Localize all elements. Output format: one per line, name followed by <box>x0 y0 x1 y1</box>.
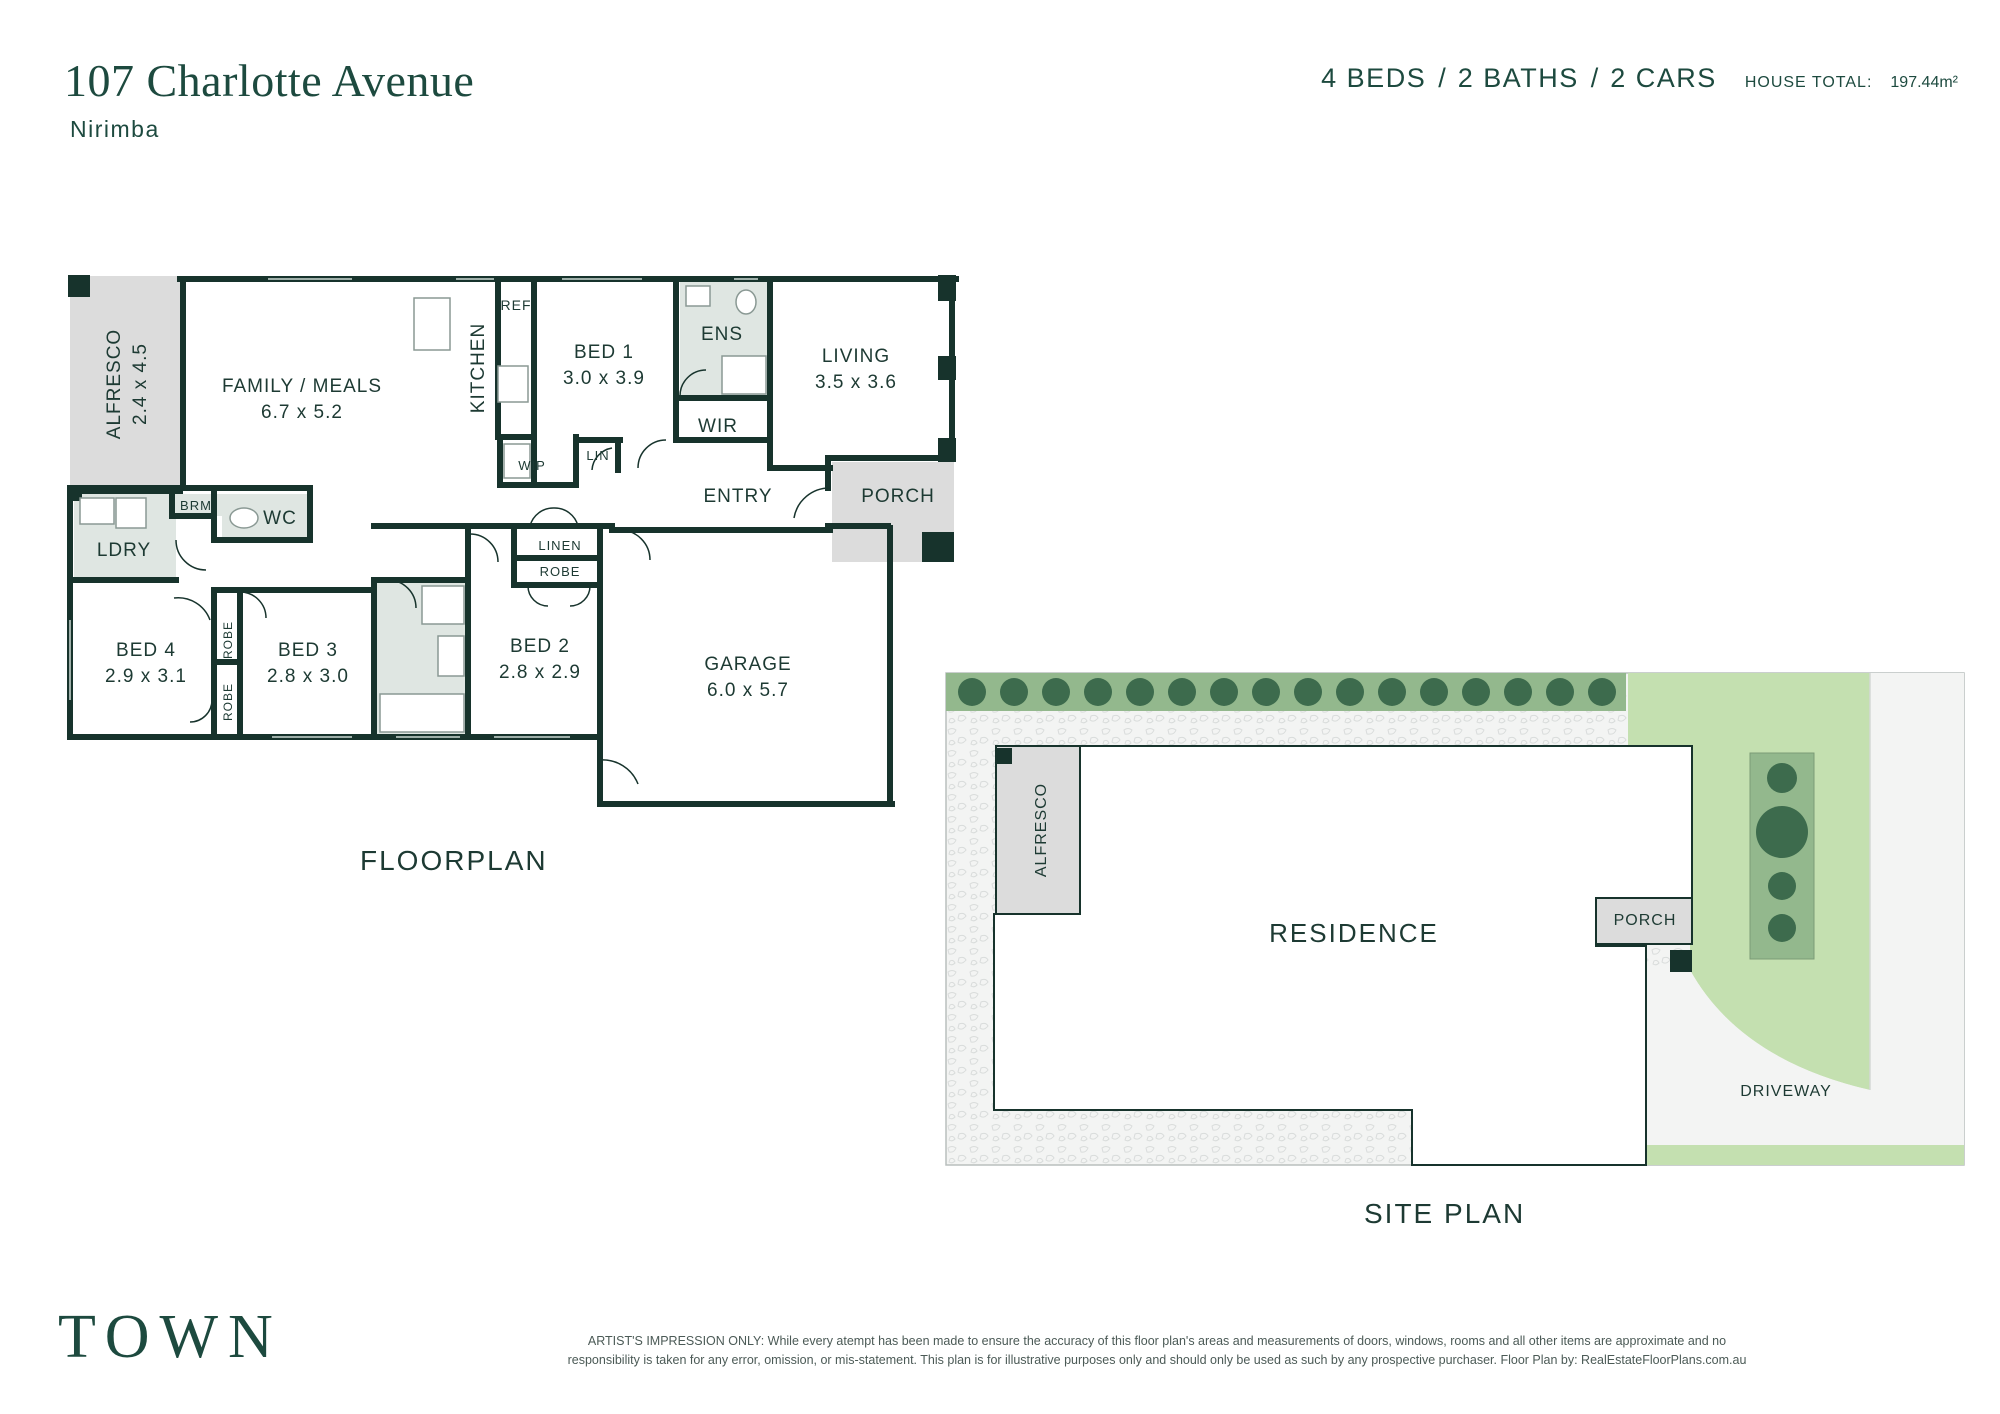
wip-shelf-icon <box>503 443 531 479</box>
laundry-tub-icon <box>79 497 115 525</box>
bed1-label: BED 1 <box>574 342 634 363</box>
basin-icon <box>437 635 465 677</box>
family-meals-label: FAMILY / MEALS <box>222 376 382 397</box>
washer-icon <box>115 497 147 529</box>
brm-area <box>176 494 222 516</box>
wc-label: WC <box>263 508 297 529</box>
cooktop-icon <box>497 365 529 403</box>
stat-separator: / <box>1590 63 1599 93</box>
garage-dims: 6.0 x 5.7 <box>707 680 789 701</box>
brand-logo: TOWN <box>58 1303 283 1371</box>
disclaimer-line-2: responsibility is taken for any error, o… <box>567 1353 1747 1367</box>
disclaimer: ARTIST'S IMPRESSION ONLY: While every at… <box>512 1332 1802 1370</box>
baths-count: 2 BATHS <box>1457 63 1579 93</box>
basin-icon <box>685 285 711 307</box>
alfresco-label: ALFRESCO <box>104 329 125 439</box>
bed2-dims: 2.8 x 2.9 <box>499 662 581 683</box>
residence-footprint <box>993 745 1693 1166</box>
post <box>938 275 956 301</box>
property-suburb: Nirimba <box>70 116 160 142</box>
post <box>922 532 954 562</box>
property-address: 107 Charlotte Avenue <box>64 55 475 106</box>
ldry-label: LDRY <box>97 540 151 561</box>
alfresco-area <box>70 276 180 488</box>
site-porch-label: PORCH <box>1614 912 1677 929</box>
bed3-dims: 2.8 x 3.0 <box>267 666 349 687</box>
floorplan-label: FLOORPLAN <box>360 845 548 876</box>
toilet-icon <box>229 507 259 529</box>
porch-label: PORCH <box>861 486 935 507</box>
driveway-label: DRIVEWAY <box>1740 1083 1832 1100</box>
linen-label: LINEN <box>538 538 581 553</box>
bed1-dims: 3.0 x 3.9 <box>563 368 645 389</box>
post <box>996 748 1012 764</box>
robe-label: ROBE <box>221 683 235 721</box>
shower-icon <box>421 585 465 625</box>
cars-count: 2 CARS <box>1610 63 1717 93</box>
house-total-label: HOUSE TOTAL: <box>1744 74 1873 91</box>
wip-label: WIP <box>518 458 546 473</box>
post <box>68 275 90 297</box>
kitchen-label: KITCHEN <box>468 323 489 413</box>
living-label: LIVING <box>822 346 890 367</box>
living-dims: 3.5 x 3.6 <box>815 372 897 393</box>
brm-label: BRM <box>180 498 212 513</box>
lawn-strip <box>1646 1145 1964 1165</box>
bathtub-icon <box>379 693 465 733</box>
post <box>938 438 956 462</box>
robe-label: ROBE <box>540 564 581 579</box>
bed4-dims: 2.9 x 3.1 <box>105 666 187 687</box>
driveway-area <box>1646 673 1964 1145</box>
garden-trees <box>1756 763 1808 942</box>
ref-label: REF <box>501 297 532 313</box>
bed4-label: BED 4 <box>116 640 176 661</box>
siteplan-label: SITE PLAN <box>1364 1198 1526 1229</box>
site-porch-area <box>1595 897 1693 945</box>
site-alfresco-label: ALFRESCO <box>1033 783 1050 877</box>
wir-label: WIR <box>698 416 738 437</box>
toilet-icon <box>735 289 757 315</box>
house-total-value: 197.44m² <box>1890 74 1958 91</box>
bed2-label: BED 2 <box>510 636 570 657</box>
property-stats: 4 BEDS / 2 BATHS / 2 CARS HOUSE TOTAL: 1… <box>1321 63 1958 94</box>
shower-icon <box>721 355 767 395</box>
garage-label: GARAGE <box>704 654 791 675</box>
alfresco-dims: 2.4 x 4.5 <box>130 343 151 425</box>
beds-count: 4 BEDS <box>1321 63 1427 93</box>
robe-label: ROBE <box>221 621 235 659</box>
disclaimer-line-1: ARTIST'S IMPRESSION ONLY: While every at… <box>587 1334 1727 1348</box>
lin-label: LIN <box>586 448 609 463</box>
stat-separator: / <box>1438 63 1446 93</box>
post <box>68 487 82 501</box>
ens-label: ENS <box>701 324 743 345</box>
residence-label: RESIDENCE <box>1269 918 1439 948</box>
entry-label: ENTRY <box>703 486 772 507</box>
hedge-trees <box>958 678 1616 706</box>
bed3-label: BED 3 <box>278 640 338 661</box>
kitchen-sink-icon <box>413 297 451 351</box>
site-alfresco-area <box>995 745 1081 915</box>
post <box>1670 950 1692 972</box>
post <box>938 356 956 380</box>
family-meals-dims: 6.7 x 5.2 <box>261 402 343 423</box>
